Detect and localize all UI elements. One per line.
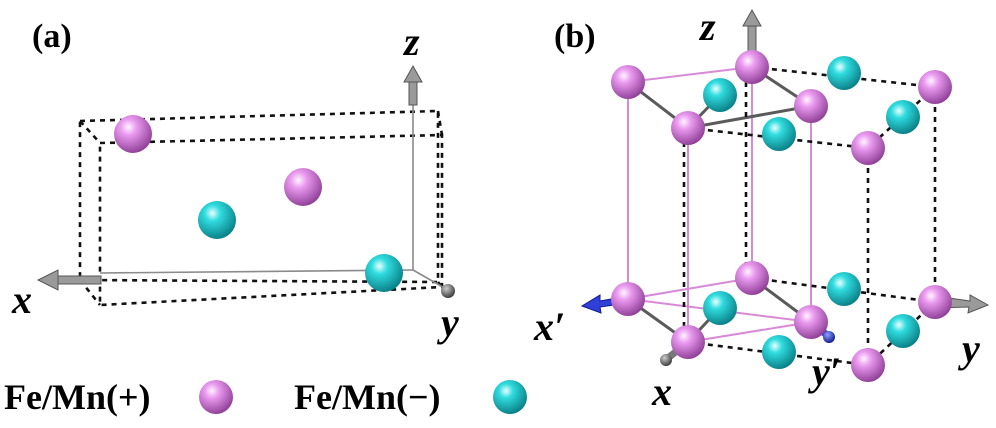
- panel-a-axis-lines: [99, 105, 449, 291]
- panel-a-atom-plus: [114, 115, 152, 153]
- panel-b-atom-minus: [703, 78, 737, 112]
- panel-a-x-arrow-icon: [36, 269, 102, 291]
- panel-a-z-arrow-icon: [403, 64, 423, 106]
- panel-b-atom-minus: [827, 272, 861, 306]
- panel-a-atom-minus: [198, 201, 236, 239]
- panel-b-atom-minus: [703, 291, 737, 325]
- legend-minus-label: Fe/Mn(−): [294, 377, 440, 417]
- panel-b-atom-minus: [886, 314, 920, 348]
- panel-a-y-axis-tip-icon: [441, 284, 455, 298]
- panel-a-label: (a): [32, 18, 72, 55]
- panel-b-z-label: z: [698, 4, 716, 49]
- panel-b-label: (b): [554, 18, 596, 55]
- panel-b-atom-minus: [762, 117, 796, 151]
- panel-b-atom-plus: [671, 325, 705, 359]
- panel-b-atom-plus: [918, 70, 952, 104]
- panel-b-atom-plus: [735, 261, 769, 295]
- panel-b-atom-plus: [611, 65, 645, 99]
- panel-b-y-prime-label: y′: [808, 349, 841, 394]
- panel-b-atom-minus: [827, 56, 861, 90]
- panel-b-atom-plus: [611, 282, 645, 316]
- panel-b-y-label: y: [958, 326, 980, 371]
- panel-a: (a) z x y: [11, 18, 459, 345]
- panel-b-atom-plus: [794, 89, 828, 123]
- legend-plus-label: Fe/Mn(+): [4, 377, 150, 417]
- panel-b-atom-minus: [762, 335, 796, 369]
- legend-minus-swatch: [493, 380, 527, 414]
- panel-b-x-prime-label: x′: [533, 304, 565, 349]
- panel-b-atom-plus: [851, 131, 885, 165]
- panel-b-atom-plus: [671, 111, 705, 145]
- panel-b: (b) z x′ y′ x y: [533, 4, 990, 414]
- legend-plus-swatch: [199, 380, 233, 414]
- panel-b-x-label: x: [651, 369, 672, 414]
- panel-a-z-label: z: [402, 19, 420, 64]
- panel-b-atom-plus: [794, 305, 828, 339]
- panel-a-atom-minus: [365, 254, 403, 292]
- panel-a-y-label: y: [437, 300, 459, 345]
- panel-a-atom-plus: [284, 168, 322, 206]
- panel-b-atom-plus: [735, 50, 769, 84]
- panel-a-x-label: x: [11, 277, 32, 322]
- legend: Fe/Mn(+) Fe/Mn(−): [4, 377, 527, 417]
- panel-b-atom-plus: [918, 285, 952, 319]
- panel-b-z-arrow-icon: [742, 8, 762, 67]
- panel-b-atom-minus: [886, 100, 920, 134]
- panel-b-atom-plus: [851, 348, 885, 382]
